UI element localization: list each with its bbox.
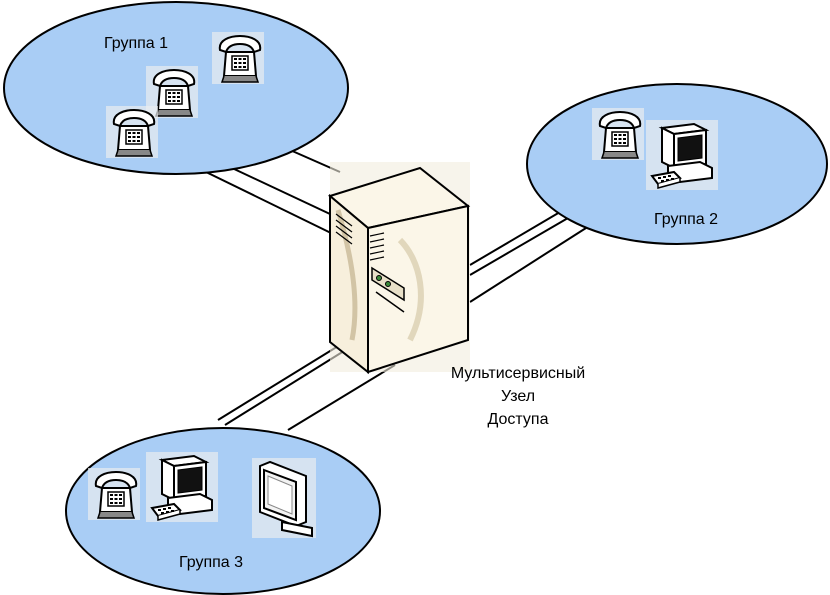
connection-group2 bbox=[469, 211, 587, 303]
phone-icon bbox=[105, 105, 159, 159]
computer-icon bbox=[145, 451, 219, 523]
monitor-icon bbox=[251, 457, 317, 539]
access-node-label-line2: Узел bbox=[500, 388, 536, 405]
access-node-label-line3: Доступа bbox=[487, 411, 549, 428]
access-node-label: Мультисервисный Узел Доступа bbox=[428, 362, 608, 431]
phone-icon bbox=[211, 31, 265, 85]
phone-icon bbox=[87, 467, 141, 521]
access-node-label-line1: Мультисервисный bbox=[450, 365, 586, 382]
phone-icon bbox=[591, 107, 645, 161]
group-2-label: Группа 2 bbox=[654, 211, 718, 228]
group-3-label: Группа 3 bbox=[179, 554, 243, 571]
computer-icon bbox=[645, 119, 719, 191]
group-1-label: Группа 1 bbox=[104, 35, 168, 52]
server-icon bbox=[327, 162, 471, 375]
